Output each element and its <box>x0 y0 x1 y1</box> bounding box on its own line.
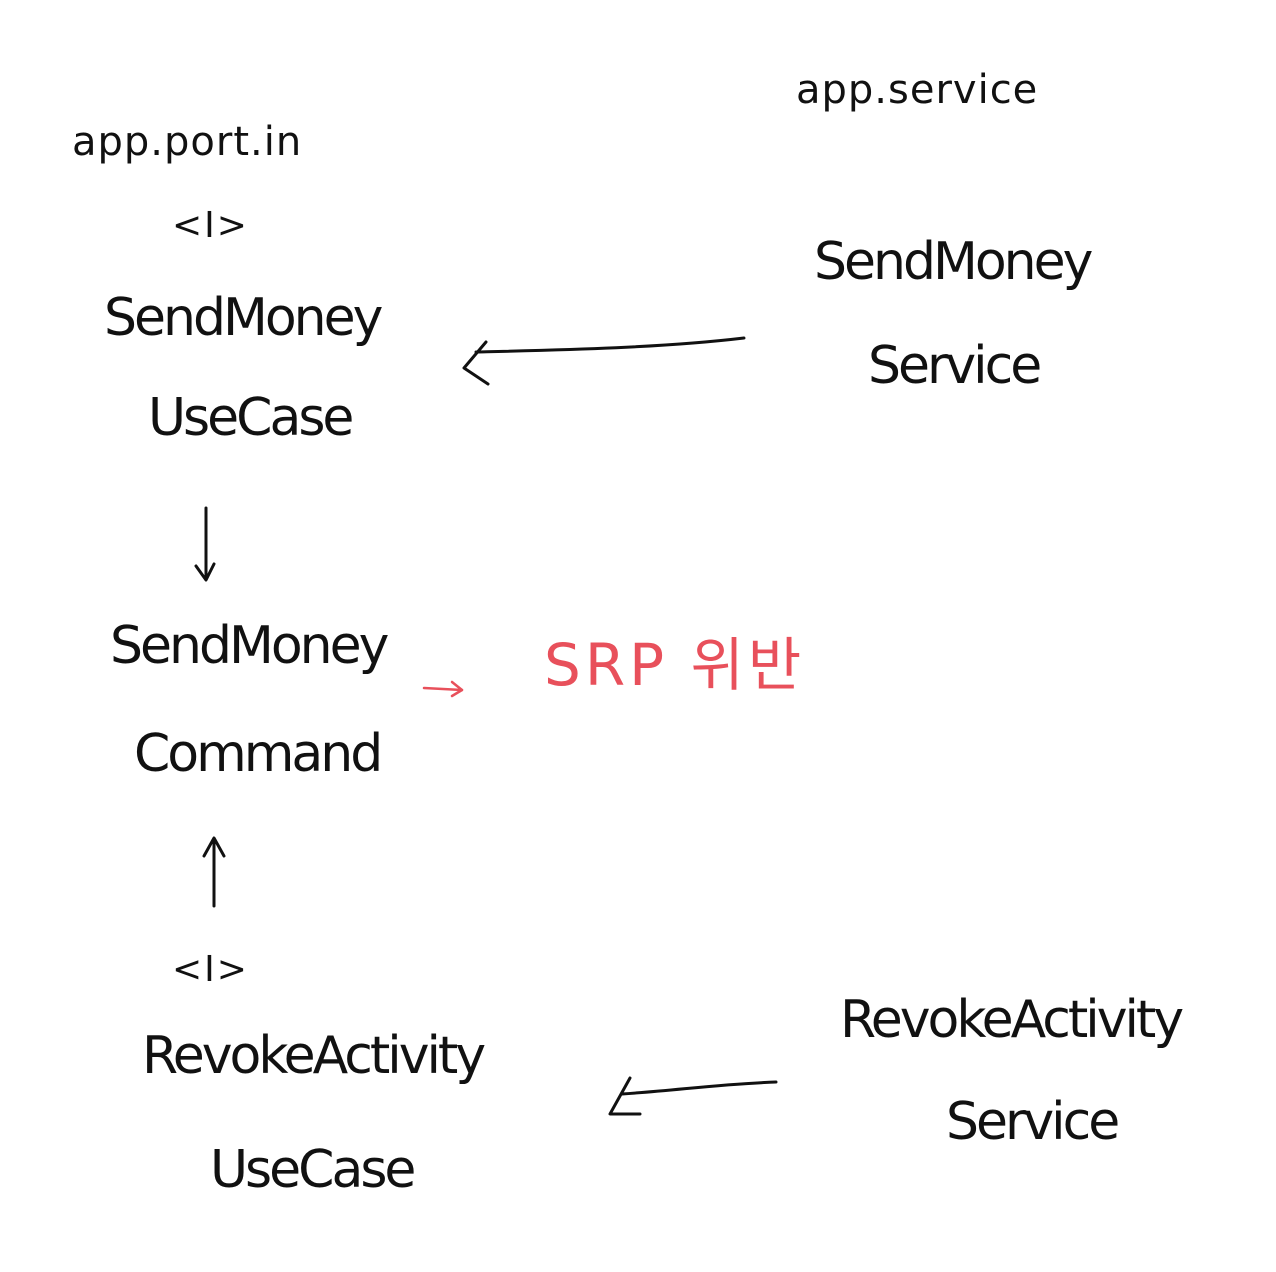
send-money-use-case-stereotype: <I> <box>172 205 249 246</box>
revoke-activity-use-case-name-line2: UseCase <box>210 1140 416 1200</box>
srp-violation-note: SRP 위반 <box>544 631 806 699</box>
send-money-use-case-name-line2: UseCase <box>148 388 354 448</box>
revoke-activity-service-name-line1: RevokeActivity <box>840 990 1184 1050</box>
arrow-revoke-use-case-to-command <box>202 836 226 908</box>
send-money-command-name-line1: SendMoney <box>110 616 389 676</box>
revoke-activity-service-name-line2: Service <box>946 1092 1120 1152</box>
package-label-port-in: app.port.in <box>72 119 303 165</box>
arrow-service-to-use-case <box>462 336 746 386</box>
send-money-use-case-name-line1: SendMoney <box>104 288 383 348</box>
send-money-command-name-line2: Command <box>134 724 383 784</box>
revoke-activity-use-case-name-line1: RevokeActivity <box>142 1026 486 1086</box>
arrow-revoke-service-to-use-case <box>608 1076 778 1116</box>
revoke-activity-use-case-stereotype: <I> <box>172 949 249 990</box>
send-money-service-name-line1: SendMoney <box>814 232 1093 292</box>
arrow-srp-note <box>422 680 464 698</box>
package-label-service: app.service <box>796 67 1039 113</box>
send-money-service-name-line2: Service <box>868 336 1042 396</box>
arrow-use-case-to-command <box>194 506 216 582</box>
